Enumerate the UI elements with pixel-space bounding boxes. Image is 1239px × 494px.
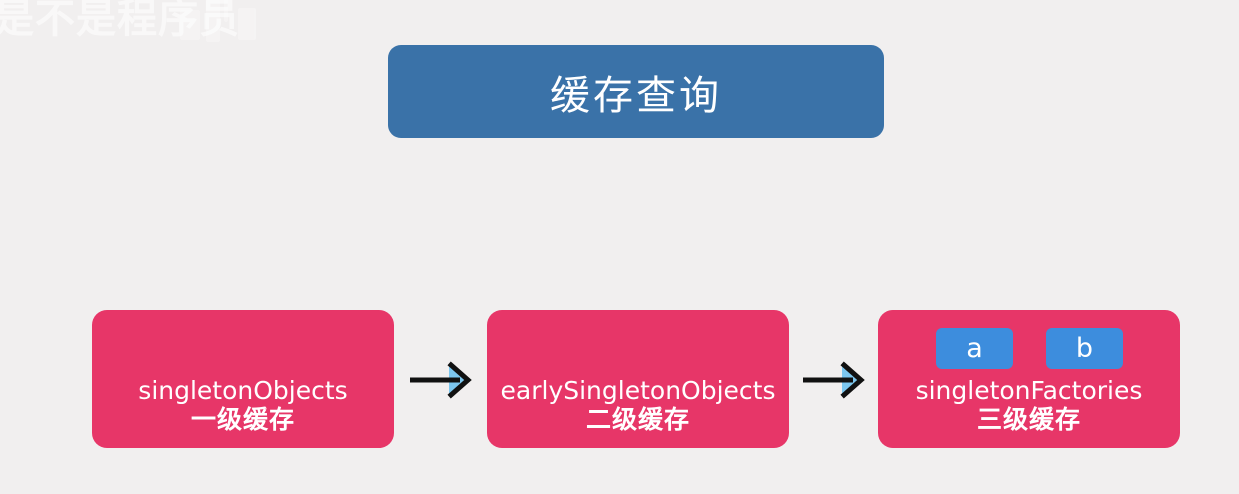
page-title-label: 缓存查询 (550, 72, 722, 119)
bean-subbox-label: a (966, 333, 983, 364)
cache-box-level-1[interactable]: singletonObjects 一级缓存 (92, 310, 394, 448)
cache-box-cn-label: 三级缓存 (976, 404, 1081, 434)
cache-box-en-label: singletonObjects (138, 375, 348, 405)
bean-subbox-label: b (1075, 333, 1094, 364)
brand-mark-icon (176, 0, 262, 44)
bean-subbox-row: a b (936, 328, 1123, 369)
cache-box-cn-label: 二级缓存 (585, 404, 690, 434)
cache-box-level-3[interactable]: a b singletonFactories 三级缓存 (878, 310, 1180, 448)
bean-subbox-a[interactable]: a (936, 328, 1013, 369)
right-arrow-icon (801, 360, 867, 400)
page-title: 缓存查询 (388, 45, 884, 138)
bean-subbox-b[interactable]: b (1046, 328, 1123, 369)
watermark-text: 是不是程序员 (0, 0, 240, 42)
cache-box-cn-label: 一级缓存 (190, 404, 295, 434)
cache-box-level-2[interactable]: earlySingletonObjects 二级缓存 (487, 310, 789, 448)
cache-box-en-label: earlySingletonObjects (500, 375, 776, 405)
cache-box-en-label: singletonFactories (915, 375, 1143, 405)
right-arrow-icon (408, 360, 474, 400)
